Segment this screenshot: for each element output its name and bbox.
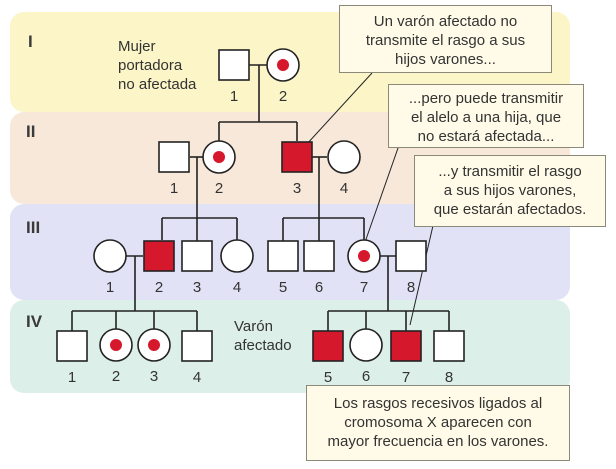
callout-pointer-2 [363,130,405,246]
callout-2-line-3: no estará afectada... [417,128,555,145]
individual-number-iv-4: 4 [193,369,201,386]
individual-number-iii-7: 7 [360,279,368,296]
individual-iii-2-male-affected [143,240,175,272]
affected-male-note: Varón afectado [234,317,292,355]
individual-number-iii-6: 6 [315,279,323,296]
generation-label-IV: IV [26,312,43,331]
carrier-dot-i-2 [277,59,289,71]
individual-number-iv-7: 7 [402,369,410,386]
callout-2-line-2: el alelo a una hija, que [410,109,562,126]
callout-4-line-3: mayor frecuencia en los varones. [327,433,549,450]
individual-iv-1-male-unaffected [56,330,88,362]
individual-number-i-2: 2 [279,88,287,105]
callout-1-line-3: hijos varones... [395,51,496,68]
generation-label-III: III [26,218,41,237]
individual-number-iv-5: 5 [324,369,332,386]
callout-4-line-2: cromosoma X aparecen con [344,414,532,431]
carrier-dot-iv-3 [148,339,160,351]
generation-label-I: I [28,32,33,51]
carrier-note-line-1: Mujer [118,38,156,55]
callout-3-line-3: que estarán afectados. [433,201,587,218]
individual-number-iii-4: 4 [233,279,241,296]
individual-iii-5-male-unaffected [267,240,299,272]
callout-male-no-sons: Un varón afectado no transmite el rasgo … [339,5,552,73]
callout-summary: Los rasgos recesivos ligados al cromosom… [306,385,570,461]
individual-number-iii-2: 2 [155,279,163,296]
individual-number-ii-1: 1 [170,180,178,197]
individual-number-ii-3: 3 [293,180,301,197]
callout-1-line-1: Un varón afectado no [373,13,518,30]
individual-number-iii-3: 3 [193,279,201,296]
individual-number-i-1: 1 [230,88,238,105]
individual-iii-3-male-unaffected [181,240,213,272]
individual-iii-6-male-unaffected [303,240,335,272]
individual-number-iv-3: 3 [150,368,158,385]
individual-number-iii-1: 1 [106,279,114,296]
callout-affected-sons: ...y transmitir el rasgo a sus hijos var… [414,155,606,227]
callout-1-line-2: transmite el rasgo a sus [365,32,526,49]
carrier-dot-iv-2 [110,339,122,351]
individual-number-iv-8: 8 [445,369,453,386]
individual-ii-4-female-unaffected [327,140,361,174]
carrier-note-line-2: portadora [118,57,183,74]
individual-number-iii-8: 8 [407,279,415,296]
generation-label-II: II [26,122,36,141]
individual-iv-5-male-affected [312,330,344,362]
individual-iv-6-female-unaffected [349,328,383,362]
callout-daughter-carrier: ...pero puede transmitir el alelo a una … [388,84,584,148]
individual-iii-4-female-unaffected [220,239,254,273]
affected-male-note-line-2: afectado [234,337,292,354]
individual-number-iv-2: 2 [112,368,120,385]
individual-iv-8-male-unaffected [433,330,465,362]
individual-number-iii-5: 5 [279,279,287,296]
callout-pointer-1 [305,72,373,146]
carrier-note-line-3: no afectada [118,76,197,93]
carrier-note: Mujer portadora no afectada [118,37,196,94]
callout-3-line-1: ...y transmitir el rasgo [438,163,582,180]
individual-number-ii-4: 4 [340,180,348,197]
individual-number-ii-2: 2 [215,180,223,197]
individual-ii-1-male-unaffected [158,141,190,173]
callout-2-line-1: ...pero puede transmitir [408,90,564,107]
individual-iv-7-male-affected [390,330,422,362]
individual-number-iv-6: 6 [362,368,370,385]
individual-number-iv-1: 1 [68,369,76,386]
callout-4-line-1: Los rasgos recesivos ligados al [333,395,543,412]
individual-ii-3-male-affected [281,141,313,173]
affected-male-note-line-1: Varón [234,318,273,335]
individual-iii-1-female-unaffected [93,239,127,273]
individual-iv-4-male-unaffected [181,330,213,362]
carrier-dot-iii-7 [358,250,370,262]
carrier-dot-ii-2 [213,151,225,163]
individual-i-1-male-unaffected [218,49,250,81]
callout-3-line-2: a sus hijos varones, [443,182,577,199]
pedigree-lines [71,64,450,331]
individual-iii-8-male-unaffected [395,240,427,272]
